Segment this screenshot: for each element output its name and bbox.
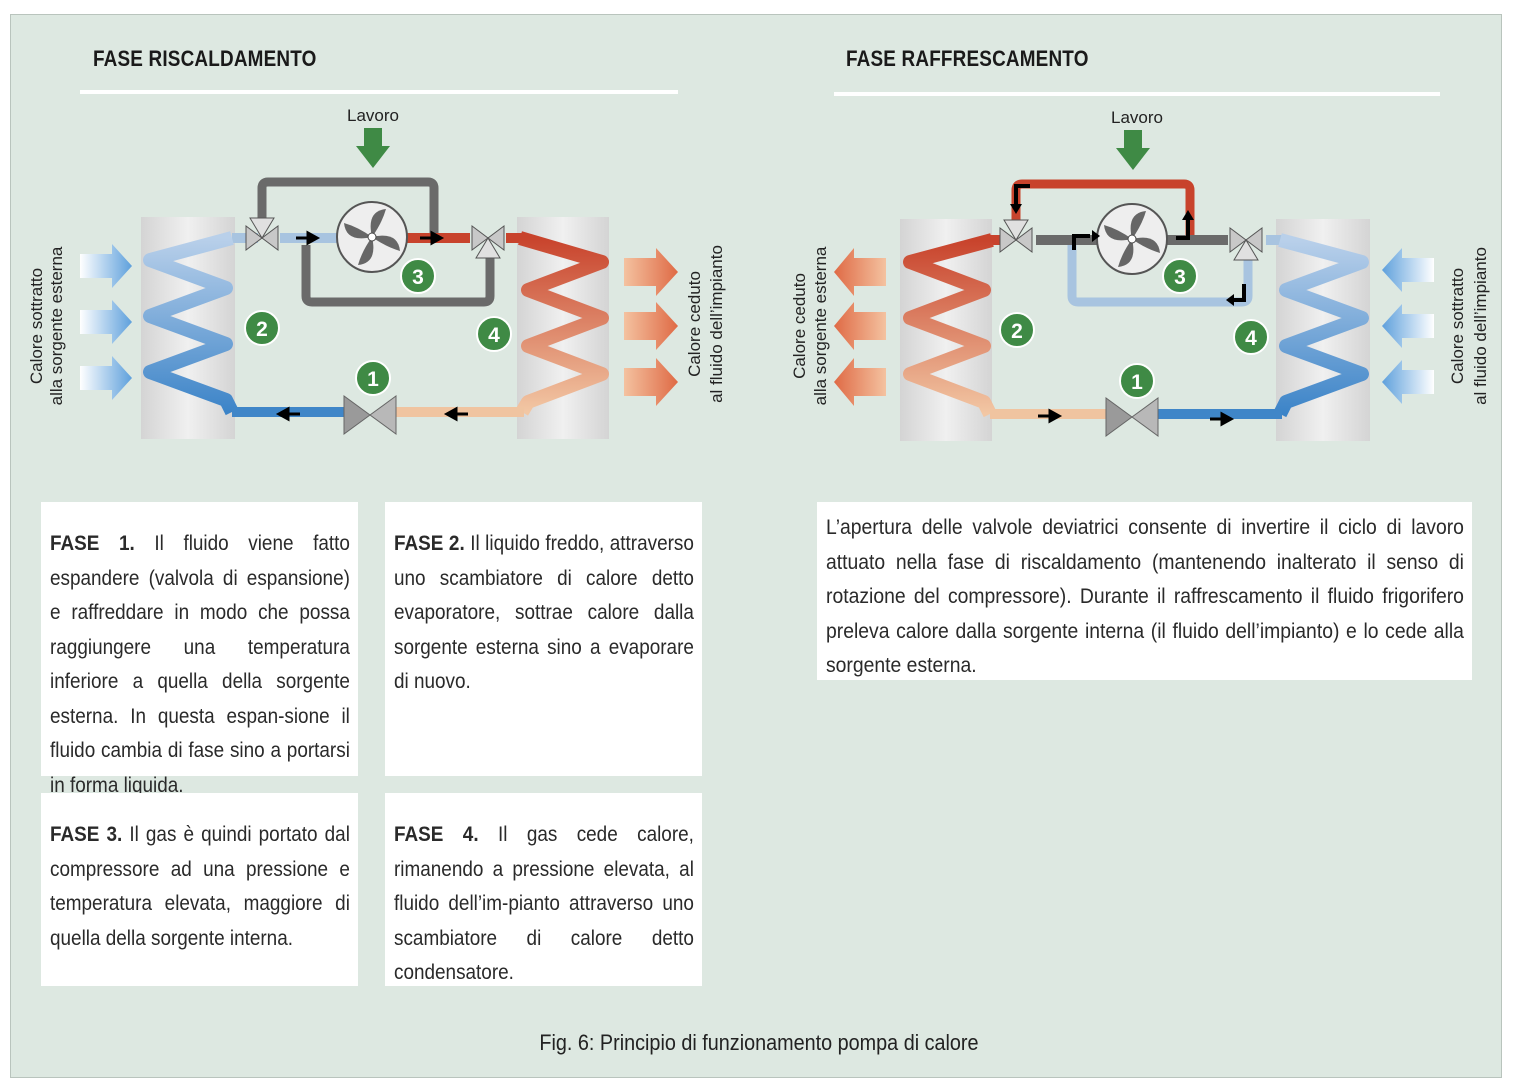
heating-heat-out-arrows [624,248,678,406]
heating-diagram: Lavoro 1 2 3 4 Calo [27,106,726,439]
cooling-flow-arrow [1072,234,1090,250]
cooling-evaporator-coil [1273,233,1369,418]
cooling-title-rule [834,92,1440,96]
heating-flow-arrow [275,406,300,422]
figure-caption: Fig. 6: Principio di funzionamento pompa… [539,1030,979,1055]
svg-text:1: 1 [367,368,379,391]
cooling-title: FASE RAFFRESCAMENTO [846,46,1089,71]
phase-1-head: FASE 1. [50,531,135,555]
svg-text:3: 3 [412,266,424,289]
heating-evaporator-coil [143,231,239,416]
heating-step-badge-2: 2 [244,310,280,346]
cooling-flow-arrow [1014,184,1030,206]
svg-text:2: 2 [256,318,268,341]
cooling-compressor-icon [1096,203,1168,275]
phase-2-box: FASE 2. Il liquido freddo, attraverso un… [385,502,702,776]
cooling-right-label-line1: Calore sottratto [1448,268,1467,384]
cooling-note-box: L’apertura delle valvole deviatrici cons… [817,502,1472,680]
cooling-diverter-valve-left [999,219,1033,253]
heating-flow-arrow [296,230,321,246]
heating-diverter-valve-right [471,225,505,259]
heating-left-label-line1: Calore sottratto [27,268,46,384]
svg-text:3: 3 [1174,266,1186,289]
heating-flow-arrow [443,406,468,422]
phase-1-text: Il fluido viene fatto espandere (valvola… [50,531,350,797]
heating-flow-arrow [420,230,445,246]
heating-gas-pipe-top [257,177,439,236]
heating-work-arrow [356,128,390,168]
cooling-heat-in-arrows [1382,248,1434,404]
svg-text:2: 2 [1011,320,1023,343]
heating-left-label-line2: alla sorgente esterna [47,246,66,405]
heating-diverter-valve-left [245,217,279,251]
svg-text:4: 4 [488,324,500,347]
phase-2-head: FASE 2. [394,531,465,555]
cooling-flow-arrow [1038,408,1063,424]
cooling-step-badge-4: 4 [1233,319,1269,355]
heating-right-label-line1: Calore ceduto [685,271,704,377]
phase-3-text: Il gas è quindi portato dal compressore … [50,822,350,950]
cooling-left-label-line2: alla sorgente esterna [811,246,830,405]
phase-3-box: FASE 3. Il gas è quindi portato dal comp… [41,793,358,986]
heating-step-badge-3: 3 [400,258,436,294]
heating-step-badge-1: 1 [355,360,391,396]
phase-3-head: FASE 3. [50,822,123,846]
phase-4-box: FASE 4. Il gas cede calore, rimanendo a … [385,793,702,986]
heating-step-badge-4: 4 [476,316,512,352]
heating-gas-pipe-bottom [301,245,495,307]
cooling-work-label: Lavoro [1111,108,1163,127]
cooling-step-badge-1: 1 [1119,363,1155,399]
cooling-work-arrow [1116,130,1150,170]
heat-pump-diagrams: Lavoro 1 2 3 4 Calo [27,106,1490,441]
phase-2-text: Il liquido freddo, attraverso uno scambi… [394,531,694,693]
cooling-diagram: Lavoro 1 2 3 4 Calore ceduto [790,108,1490,441]
cooling-right-label-line2: al fluido dell’impianto [1471,247,1490,405]
heating-right-label-line2: al fluido dell’impianto [707,245,726,403]
cooling-flow-arrow [1210,411,1235,427]
phase-1-box: FASE 1. Il fluido viene fatto espandere … [41,502,358,797]
cooling-heat-out-arrows [834,248,886,406]
cooling-condenser-coil [903,233,997,418]
heating-expansion-valve [343,395,397,435]
cooling-flow-arrow [1176,218,1190,240]
cooling-flow-arrow [1232,284,1246,302]
heating-heat-in-arrows [80,244,132,400]
cooling-expansion-valve [1105,397,1159,437]
heating-title-rule [80,90,678,94]
phase-4-text: Il gas cede calore, rimanendo a pression… [394,822,694,984]
cooling-note-text: L’apertura delle valvole deviatrici cons… [826,515,1464,677]
cooling-left-label-line1: Calore ceduto [790,273,809,379]
cooling-cool-pipe-bottom [1067,245,1253,307]
cooling-step-badge-3: 3 [1162,258,1198,294]
phase-4-head: FASE 4. [394,822,479,846]
cooling-step-badge-2: 2 [999,312,1035,348]
heating-title: FASE RISCALDAMENTO [93,46,317,71]
svg-text:1: 1 [1131,371,1143,394]
heating-work-label: Lavoro [347,106,399,125]
heating-condenser-coil [515,231,609,416]
svg-text:4: 4 [1245,327,1257,350]
heating-compressor-icon [336,201,408,273]
cooling-diverter-valve-right [1229,227,1263,261]
